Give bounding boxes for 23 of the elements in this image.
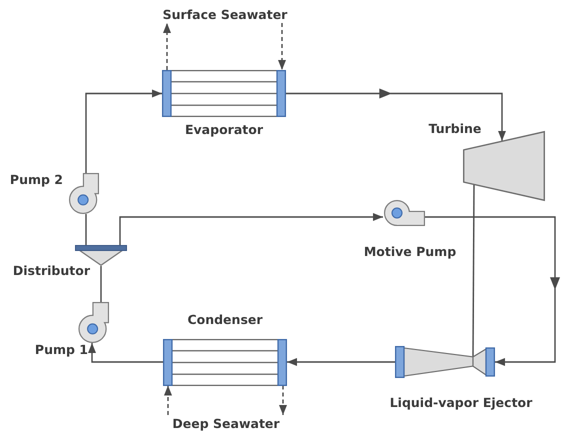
seawater-flow-arrow — [164, 386, 172, 415]
seawater-flow-arrow — [163, 23, 171, 70]
flow-arrow — [287, 358, 395, 366]
pipe-line — [472, 184, 475, 357]
component-label: Liquid-vapor Ejector — [388, 395, 534, 410]
component-label: Pump 1 — [34, 342, 88, 357]
component-label: Pump 2 — [8, 172, 63, 187]
pipe-line — [100, 266, 102, 302]
component-label: Evaporator — [184, 122, 264, 137]
component-label: Distributor — [12, 263, 90, 278]
flow-arrow — [425, 216, 560, 366]
stream-label: Surface Seawater — [162, 7, 288, 22]
flow-arrow — [88, 343, 163, 363]
flow-arrow — [286, 88, 506, 141]
component-label: Condenser — [186, 312, 264, 326]
seawater-flow-arrow — [278, 23, 286, 70]
pipe-line — [85, 214, 87, 245]
component-label: Turbine — [428, 121, 482, 136]
seawater-flow-arrow — [279, 386, 287, 415]
flow-arrow — [119, 213, 383, 245]
stream-label: Deep Seawater — [171, 416, 281, 431]
flow-arrow — [85, 90, 162, 173]
component-label: Motive Pump — [362, 244, 458, 259]
